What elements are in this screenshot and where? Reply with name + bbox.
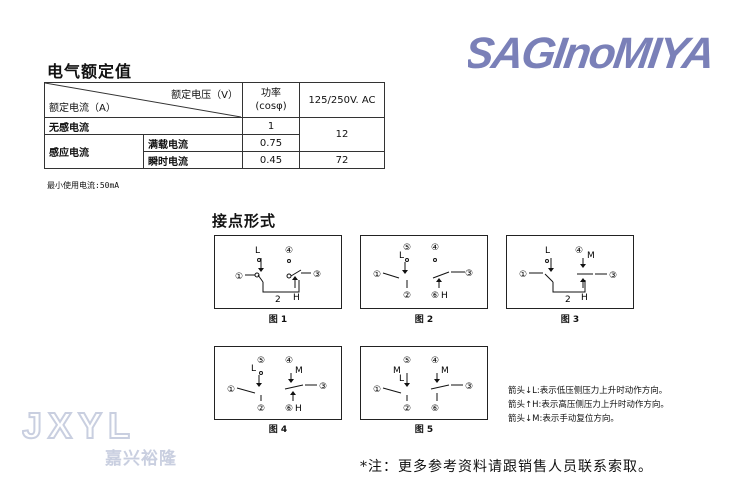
terminal-2-label: ②	[403, 291, 411, 301]
table-corner-header: 额定电压（V） 额定电流（A）	[44, 82, 243, 118]
contact-form-title: 接点形式	[212, 212, 277, 230]
arrow-note-l: 箭头↓L:表示低压侧压力上升时动作方向。	[508, 386, 668, 396]
m-label: M	[393, 366, 401, 376]
section-title: 电气额定值	[47, 62, 133, 81]
contact-diagram: ① M L ⑤ ② ④ M ③ ⑥	[373, 356, 473, 414]
terminal-1-label: ①	[235, 272, 243, 282]
terminal-1-label: ①	[227, 385, 235, 395]
row-value: 12	[299, 117, 385, 152]
terminal-1-label: ①	[519, 270, 527, 280]
terminal-1-label: ①	[373, 385, 381, 395]
terminal-4-label: ④	[431, 243, 439, 253]
figure-caption: 图 3	[560, 315, 580, 325]
contact-figure-2: ① L ⑤ ② ④ ③ ⑥ H	[360, 235, 488, 309]
contact-diagram: ① L ⑤ ② ④ ③ ⑥ H	[373, 243, 473, 301]
row-label: 感应电流	[44, 134, 144, 169]
terminal-4-label: ④	[431, 356, 439, 366]
row-label: 无感电流	[44, 117, 243, 135]
terminal-3-label: ③	[319, 382, 327, 392]
l-label: L	[255, 246, 260, 256]
l-label: L	[545, 246, 550, 256]
electrical-rating-table: 额定电压（V） 额定电流（A） 功率 (cosφ) 125/250V. AC 无…	[44, 82, 385, 169]
watermark-text: JXYL	[22, 405, 136, 446]
terminal-3-label: ③	[465, 269, 473, 279]
l-label: L	[399, 374, 404, 384]
table-row: 瞬时电流 0.45 72	[45, 151, 385, 169]
diagonal-line	[45, 83, 241, 117]
row-value: 72	[299, 151, 385, 169]
terminal-4-label: ④	[575, 246, 583, 256]
figure-caption: 图 2	[414, 315, 434, 325]
table-row: 无感电流 1 12	[44, 117, 385, 152]
m-label: M	[295, 366, 303, 376]
contact-diagram: ① L 2 ④ ③ H	[235, 246, 321, 305]
logo-text: SAGInoMIYA	[468, 30, 716, 74]
terminal-3-label: ③	[609, 271, 617, 281]
terminal-4-label: ④	[285, 246, 293, 256]
terminal-4-label: ④	[285, 356, 293, 366]
figure-caption: 图 1	[268, 315, 288, 325]
row-pf: 0.75	[242, 134, 300, 152]
h-label: H	[293, 293, 300, 303]
terminal-2-label: 2	[275, 295, 281, 305]
terminal-5-label: ⑤	[403, 356, 411, 366]
contact-diagram: ① L ⑤ ② ④ M ③ ⑥ H	[227, 356, 327, 414]
terminal-3-label: ③	[465, 382, 473, 392]
arrow-note-m: 箭头↓M:表示手动复位方向。	[508, 414, 619, 424]
h-label: H	[441, 291, 448, 301]
row-sublabel: 瞬时电流	[143, 151, 243, 169]
row-pf: 1	[242, 117, 300, 135]
power-factor-header: 功率 (cosφ)	[242, 82, 300, 118]
sagionmiya-logo: SAGInoMIYA	[468, 30, 716, 74]
watermark-logo: JXYL	[22, 404, 136, 447]
terminal-6-label: ⑥	[431, 291, 439, 301]
row-pf: 0.45	[242, 151, 300, 169]
contact-figure-5: ① M L ⑤ ② ④ M ③ ⑥	[360, 346, 488, 420]
rated-voltage-header: 额定电压（V）	[171, 90, 238, 101]
table-row: 感应电流 满载电流 0.75	[44, 134, 385, 169]
l-label: L	[251, 364, 256, 374]
terminal-5-label: ⑤	[403, 243, 411, 253]
terminal-5-label: ⑤	[257, 356, 265, 366]
h-label: H	[581, 293, 588, 303]
terminal-2-label: ②	[257, 404, 265, 414]
h-label: H	[295, 404, 302, 414]
footer-note: *注：更多参考资料请跟销售人员联系索取。	[360, 459, 653, 475]
min-current-note: 最小使用电流:50mA	[47, 181, 120, 190]
terminal-6-label: ⑥	[431, 404, 439, 414]
ac-voltage-header: 125/250V. AC	[299, 82, 385, 118]
l-label: L	[399, 251, 404, 261]
m-label: M	[441, 366, 449, 376]
terminal-3-label: ③	[313, 270, 321, 280]
arrow-note-h: 箭头↑H:表示高压侧压力上升时动作方向。	[508, 400, 669, 410]
terminal-1-label: ①	[373, 270, 381, 280]
contact-diagram: ① L 2 ④ M ③ H	[519, 246, 617, 305]
contact-figure-4: ① L ⑤ ② ④ M ③ ⑥ H	[214, 346, 342, 420]
m-label: M	[587, 251, 595, 261]
figure-caption: 图 4	[268, 425, 288, 435]
watermark-cn-text: 嘉兴裕隆	[105, 449, 177, 469]
terminal-6-label: ⑥	[285, 404, 293, 414]
contact-figure-1: ① L 2 ④ ③ H	[214, 235, 342, 309]
terminal-2-label: 2	[565, 295, 571, 305]
contact-figure-3: ① L 2 ④ M ③ H	[506, 235, 634, 309]
row-sublabel: 满载电流	[143, 134, 243, 152]
terminal-2-label: ②	[403, 404, 411, 414]
figure-caption: 图 5	[414, 425, 434, 435]
rated-current-header: 额定电流（A）	[49, 103, 116, 114]
